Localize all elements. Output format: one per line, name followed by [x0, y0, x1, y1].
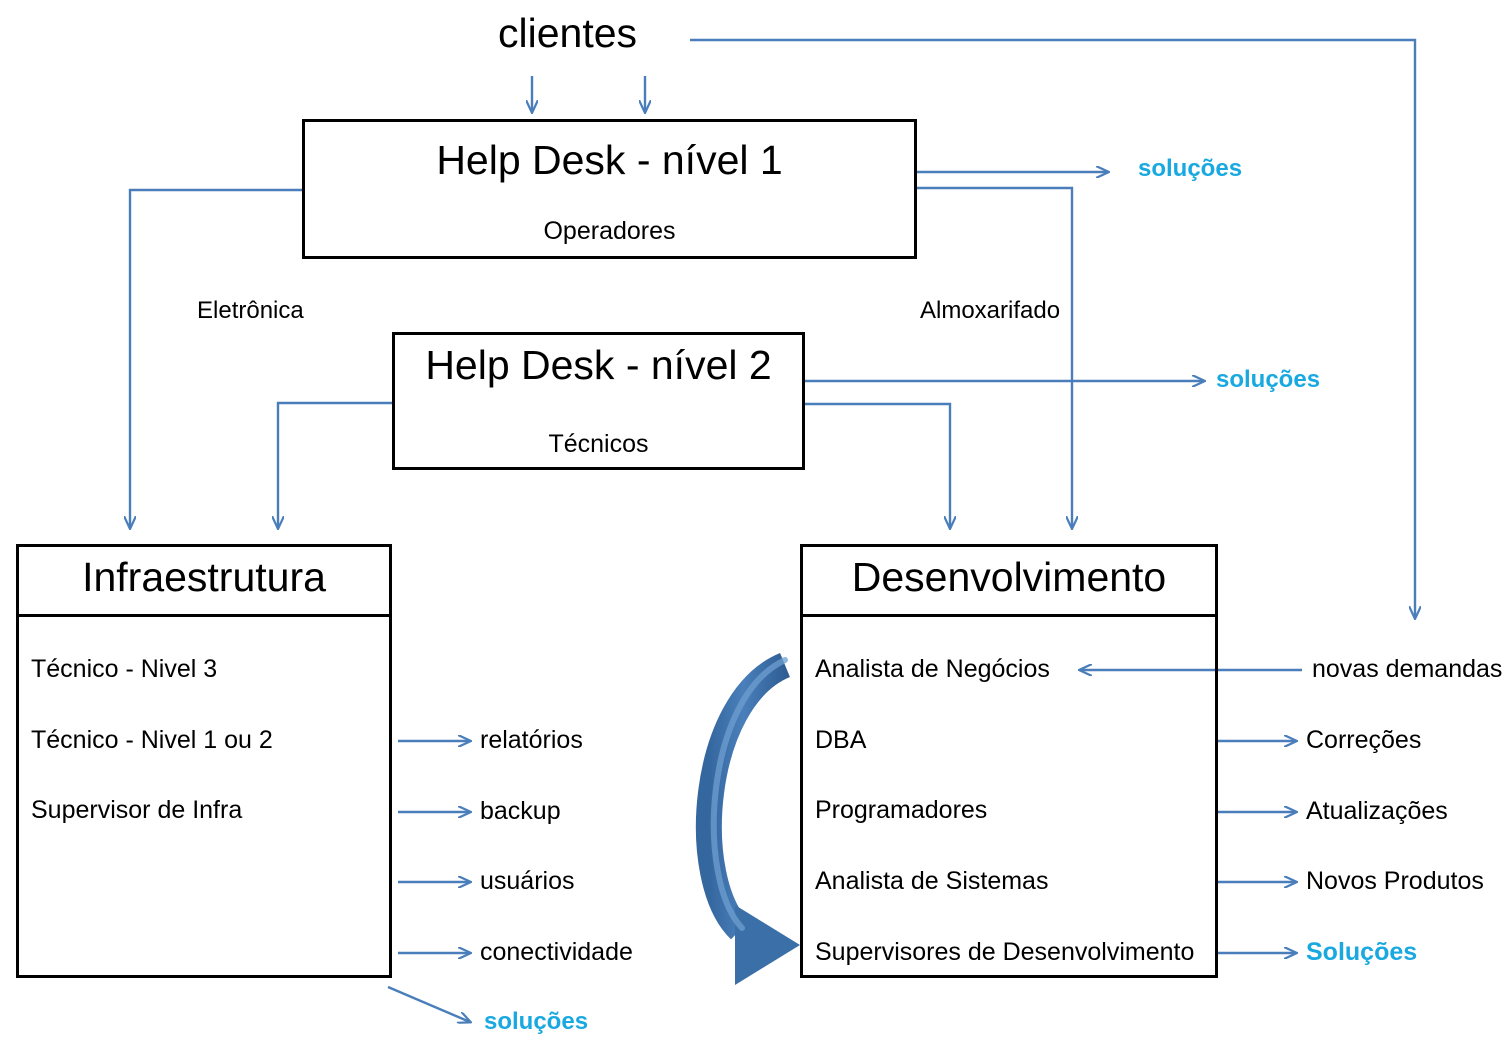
desenvolvimento-header-divider — [803, 614, 1215, 617]
dev-output-2: Novos Produtos — [1306, 867, 1484, 895]
desenvolvimento-item-0: Analista de Negócios — [815, 655, 1050, 683]
dev-output-1: Atualizações — [1306, 797, 1448, 825]
edge-label-solucoes-infra: soluções — [484, 1008, 589, 1035]
desenvolvimento-item-3: Analista de Sistemas — [815, 867, 1049, 895]
edge-label-solucoes-hd2: soluções — [1216, 366, 1321, 393]
box-help-desk-1-subtitle: Operadores — [543, 217, 676, 245]
infraestrutura-item-0: Técnico - Nivel 3 — [31, 655, 218, 683]
infra-output-0: relatórios — [480, 726, 583, 754]
edge-label-eletronica: Eletrônica — [197, 297, 304, 324]
box-help-desk-2-title: Help Desk - nível 2 — [425, 342, 772, 388]
node-clientes: clientes — [498, 10, 638, 56]
box-desenvolvimento-title: Desenvolvimento — [851, 554, 1167, 600]
edge-label-solucoes-hd1: soluções — [1138, 155, 1243, 182]
wire-hd1-infraestrutura — [130, 188, 302, 528]
box-help-desk-2-subtitle: Técnicos — [548, 430, 649, 458]
wire-hd2-infraestrutura — [278, 401, 392, 528]
wire-clientes-novas-demandas — [690, 38, 1415, 618]
box-help-desk-2[interactable]: Help Desk - nível 2 Técnicos — [392, 332, 805, 470]
box-infraestrutura-title: Infraestrutura — [82, 554, 326, 600]
box-infraestrutura[interactable]: Infraestrutura Técnico - Nivel 3 Técnico… — [16, 544, 392, 978]
box-desenvolvimento[interactable]: Desenvolvimento Analista de Negócios DBA… — [800, 544, 1218, 978]
dev-output-0: Correções — [1306, 726, 1422, 754]
dev-output-3: Soluções — [1306, 938, 1418, 966]
desenvolvimento-item-4: Supervisores de Desenvolvimento — [815, 938, 1195, 966]
infra-output-1: backup — [480, 797, 561, 825]
wire-hd1-desenvolvimento — [917, 186, 1072, 528]
curved-feedback-arrow — [696, 652, 800, 985]
box-help-desk-1[interactable]: Help Desk - nível 1 Operadores — [302, 119, 917, 259]
infraestrutura-header-divider — [19, 614, 389, 617]
infraestrutura-item-1: Técnico - Nivel 1 ou 2 — [31, 726, 273, 754]
wire-infra-solucoes — [387, 985, 470, 1022]
desenvolvimento-item-1: DBA — [815, 726, 867, 754]
edge-label-novas-demandas: novas demandas — [1312, 655, 1503, 683]
wire-hd2-desenvolvimento — [805, 402, 950, 528]
edge-label-almoxarifado: Almoxarifado — [920, 297, 1061, 324]
desenvolvimento-item-2: Programadores — [815, 796, 988, 824]
box-help-desk-1-title: Help Desk - nível 1 — [436, 137, 783, 183]
infraestrutura-item-2: Supervisor de Infra — [31, 796, 243, 824]
infra-output-3: conectividade — [480, 938, 633, 966]
infra-output-2: usuários — [480, 867, 575, 895]
